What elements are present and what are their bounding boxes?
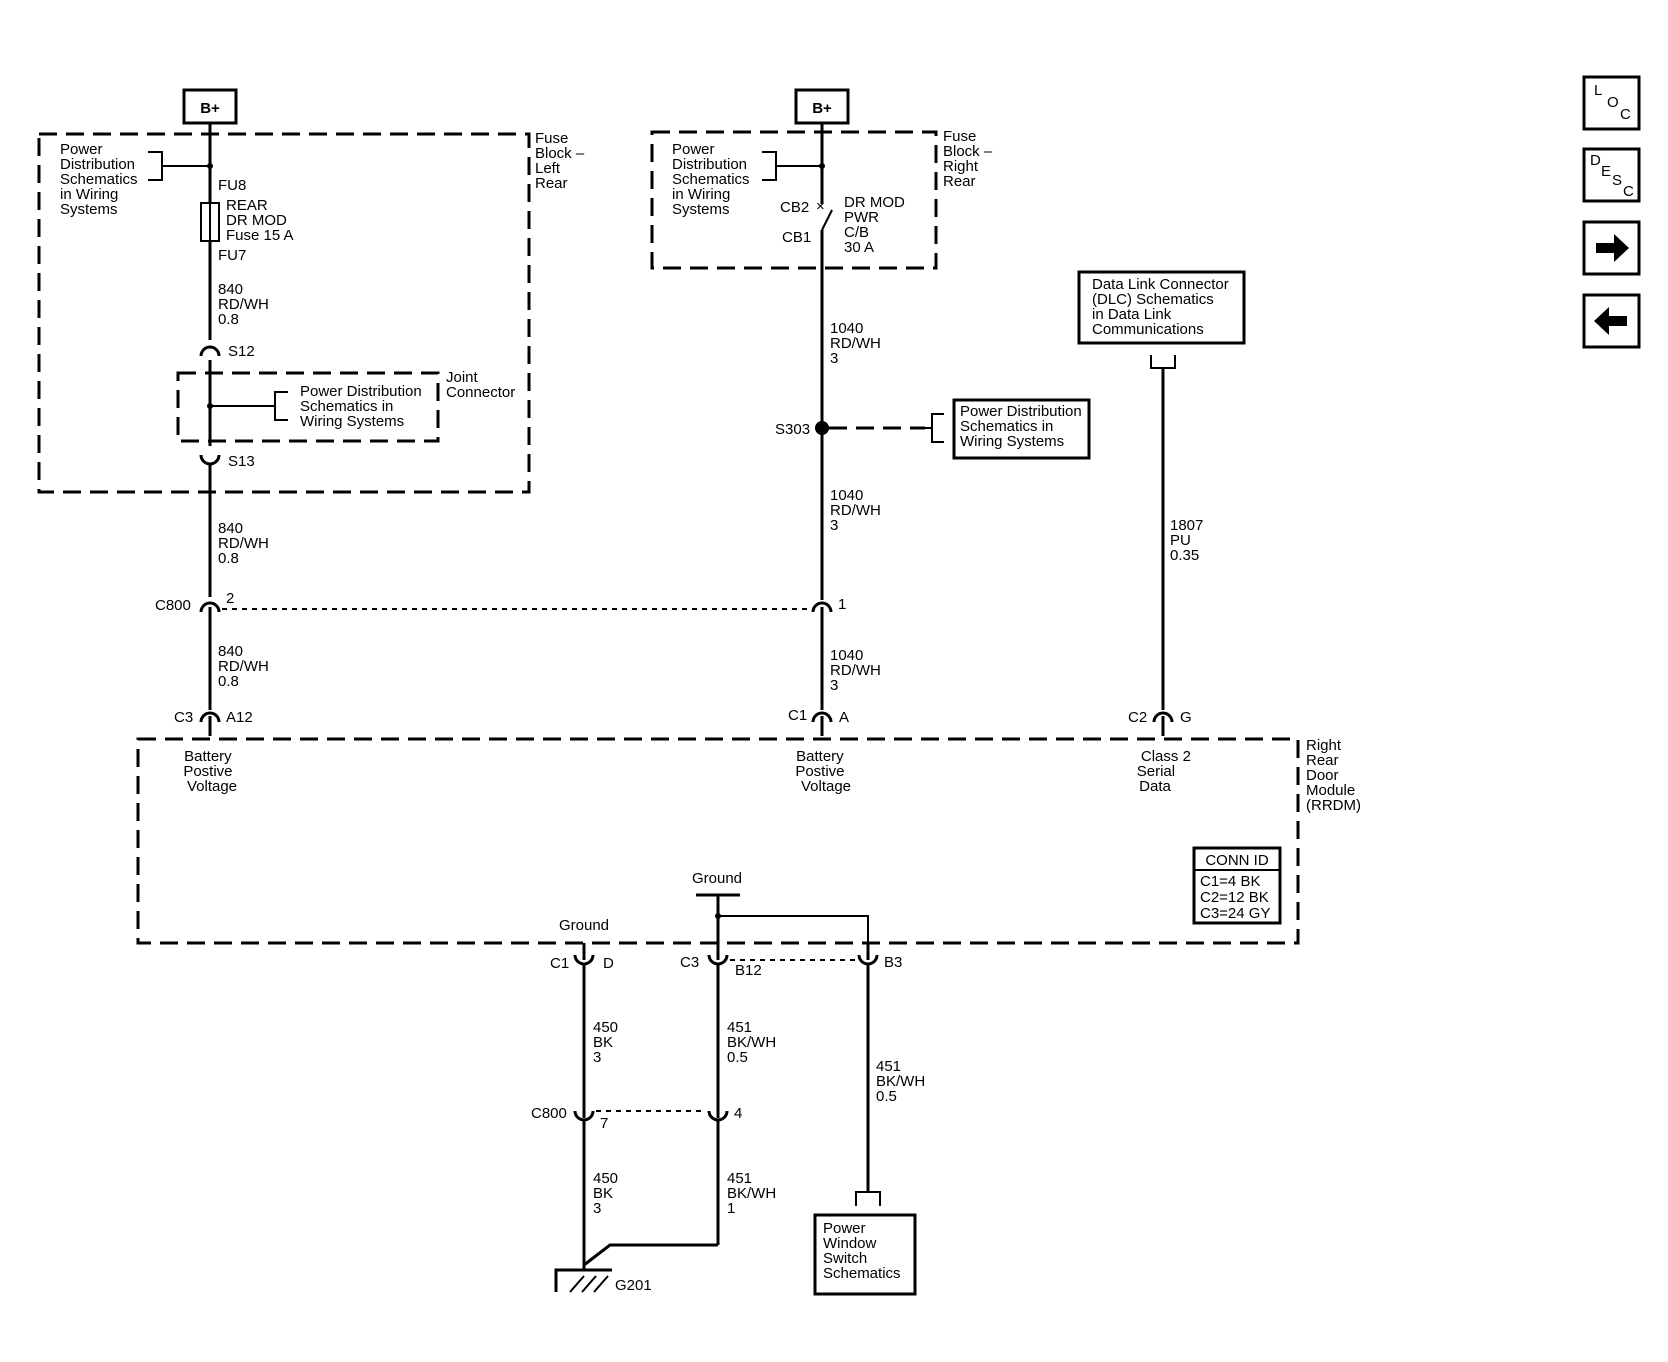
joint-power-dist-ref: Power Distribution Schematics in Wiring … <box>300 383 426 430</box>
fuse-block-right-rear-outline <box>650 130 938 270</box>
b3-pin-label: B3 <box>884 954 902 971</box>
c1-a-connector <box>811 711 833 723</box>
wire-451-label-3: 451 BK/WH 1 <box>727 1170 780 1217</box>
svg-text:S: S <box>1612 172 1622 189</box>
c800-lower-label: C800 <box>531 1105 567 1122</box>
desc-button[interactable]: D E S C <box>1582 147 1641 203</box>
rrdm-module-name: Right Rear Door Module (RRDM) <box>1306 737 1361 814</box>
battery-terminal-left: B+ <box>182 88 238 125</box>
ground-label-c3: Ground <box>692 870 742 887</box>
wire-450-label-1: 450 BK 3 <box>593 1019 622 1066</box>
c3-gnd-pin-label: B12 <box>735 962 762 979</box>
s13-label: S13 <box>228 453 255 470</box>
c2-g-connector <box>1152 711 1174 723</box>
c1-pin-label: A <box>839 709 849 726</box>
c2-label: C2 <box>1128 709 1147 726</box>
cb1-label: CB1 <box>782 229 811 246</box>
battery-positive-voltage-1: Battery Postive Voltage <box>183 748 237 795</box>
svg-text:L: L <box>1594 82 1602 99</box>
s12-label: S12 <box>228 343 255 360</box>
forward-button[interactable] <box>1582 220 1641 276</box>
wire-840-label-3: 840 RD/WH 0.8 <box>218 643 273 690</box>
s303-power-dist-ref: Power Distribution Schematics in Wiring … <box>960 403 1086 450</box>
c2-pin-label: G <box>1180 709 1192 726</box>
svg-text:C: C <box>1623 183 1634 200</box>
c1-gnd-label: C1 <box>550 955 569 972</box>
svg-text:C: C <box>1620 106 1631 123</box>
power-window-switch-ref-box <box>813 1213 917 1296</box>
conn-id-lines: C1=4 BK C2=12 BK C3=24 GY <box>1200 873 1273 922</box>
svg-text:O: O <box>1607 94 1619 111</box>
cb2-label: CB2 <box>780 199 809 216</box>
splice-s13 <box>199 454 221 466</box>
battery-label-2: B+ <box>812 100 832 117</box>
c1-gnd-pin-label: D <box>603 955 614 972</box>
c800-pin4-label: 4 <box>734 1105 742 1122</box>
svg-text:D: D <box>1590 152 1601 169</box>
class-2-serial-data: Class 2 Serial Data <box>1137 748 1195 795</box>
s303-power-dist-ref-box <box>952 398 1091 460</box>
c800-pin1-label: 1 <box>838 596 846 613</box>
breaker-name: DR MOD PWR C/B 30 A <box>844 194 909 256</box>
fuse-block-left-rear-outline <box>37 132 531 494</box>
fuse-name: REAR DR MOD Fuse 15 A <box>226 197 294 244</box>
fuse-fu7-label: FU7 <box>218 247 246 264</box>
battery-positive-voltage-2: Battery Postive Voltage <box>795 748 851 795</box>
power-distribution-ref-right: Power Distribution Schematics in Wiring … <box>672 141 754 218</box>
wire-840-label-2: 840 RD/WH 0.8 <box>218 520 273 567</box>
splice-s12 <box>199 345 221 357</box>
c800-pin2-label: 2 <box>226 590 234 607</box>
back-button[interactable] <box>1582 293 1641 349</box>
left-arrow-icon <box>1594 307 1627 335</box>
wire-1040-label-1: 1040 RD/WH 3 <box>830 320 885 367</box>
splice-s303 <box>815 421 829 435</box>
battery-terminal-right: B+ <box>794 88 850 125</box>
breaker-x-mark: × <box>816 198 825 215</box>
loc-button[interactable]: L O C <box>1582 75 1641 131</box>
ground-label-c1: Ground <box>559 917 609 934</box>
breaker-switch <box>821 209 833 231</box>
c3-pin-label: A12 <box>226 709 253 726</box>
fuse-block-left-rear-label: Fuse Block – Left Rear <box>535 130 588 192</box>
c1-label: C1 <box>788 707 807 724</box>
joint-connector-label: Joint Connector <box>446 369 515 401</box>
power-distribution-ref-left: Power Distribution Schematics in Wiring … <box>60 141 142 218</box>
conn-id-title: CONN ID <box>1205 852 1269 869</box>
wire-450-label-2: 450 BK 3 <box>593 1170 622 1217</box>
c800-pin2-connector <box>199 601 221 613</box>
fuse-fu8-label: FU8 <box>218 177 246 194</box>
fuse-block-right-rear-label: Fuse Block – Right Rear <box>943 128 996 190</box>
wire-1040-label-3: 1040 RD/WH 3 <box>830 647 885 694</box>
c3-a12-connector <box>199 711 221 723</box>
c800-pin7-label: 7 <box>600 1115 608 1132</box>
joint-connector-outline <box>176 371 440 443</box>
wire-451-label-2: 451 BK/WH 0.5 <box>876 1058 929 1105</box>
svg-text:E: E <box>1601 163 1611 180</box>
ground-g201-icon <box>554 1268 612 1293</box>
right-arrow-icon <box>1596 234 1629 262</box>
wire-1040-label-2: 1040 RD/WH 3 <box>830 487 885 534</box>
dlc-ref-box <box>1077 270 1246 345</box>
conn-id-box <box>1192 846 1282 925</box>
c800-label: C800 <box>155 597 191 614</box>
wire-451-label-1: 451 BK/WH 0.5 <box>727 1019 780 1066</box>
battery-label: B+ <box>200 100 220 117</box>
power-window-switch-ref: Power Window Switch Schematics <box>823 1220 901 1282</box>
wire-840-label-1: 840 RD/WH 0.8 <box>218 281 273 328</box>
s303-label: S303 <box>775 421 810 438</box>
g201-label: G201 <box>615 1277 652 1294</box>
dlc-ref: Data Link Connector (DLC) Schematics in … <box>1092 276 1233 338</box>
c800-pin1-connector <box>811 601 833 613</box>
wire-1807-label: 1807 PU 0.35 <box>1170 517 1208 564</box>
c3-label: C3 <box>174 709 193 726</box>
c3-gnd-label: C3 <box>680 954 699 971</box>
